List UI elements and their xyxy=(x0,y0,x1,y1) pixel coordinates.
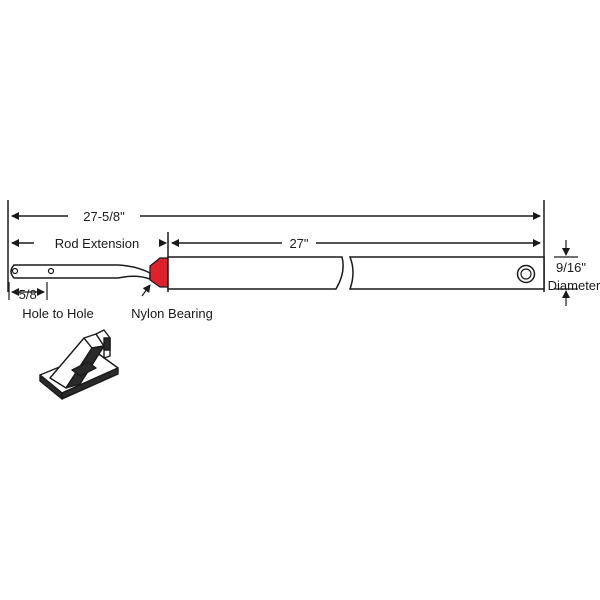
tube-length-label: 27" xyxy=(289,236,308,251)
rod-extension-dimension: Rod Extension xyxy=(11,236,167,251)
rod-hole-2 xyxy=(47,267,55,275)
hole-spacing-dimension: 5/8" Hole to Hole xyxy=(8,282,94,321)
rod-extension-arm xyxy=(10,264,151,281)
rod-arm-outline xyxy=(10,264,151,281)
diameter-dimension: 9/16" Diameter xyxy=(548,240,600,306)
bracket-post-block xyxy=(103,337,111,351)
rod-extension-label: Rod Extension xyxy=(55,236,140,251)
tube-right-outline xyxy=(348,256,545,290)
diameter-label: Diameter xyxy=(548,278,600,293)
tube-left-outline xyxy=(167,256,344,290)
hole-spacing-label: Hole to Hole xyxy=(22,306,94,321)
tube-end-hole-inner xyxy=(520,268,532,280)
tube-left-segment xyxy=(167,256,344,290)
nylon-bearing-label: Nylon Bearing xyxy=(131,306,213,321)
hole-spacing-value: 5/8" xyxy=(19,287,42,302)
diameter-value: 9/16" xyxy=(556,260,586,275)
bracket-base-slot xyxy=(71,361,97,377)
nylon-bearing-shape xyxy=(149,257,169,288)
mounting-bracket-illustration xyxy=(39,329,119,400)
bearing-leader-line xyxy=(141,284,151,297)
overall-length-dimension: 27-5/8" xyxy=(7,200,545,292)
tube-right-segment xyxy=(348,256,545,290)
bracket-base-side-edge xyxy=(61,367,119,400)
rod-hole-1 xyxy=(11,267,19,275)
overall-length-label: 27-5/8" xyxy=(83,209,125,224)
